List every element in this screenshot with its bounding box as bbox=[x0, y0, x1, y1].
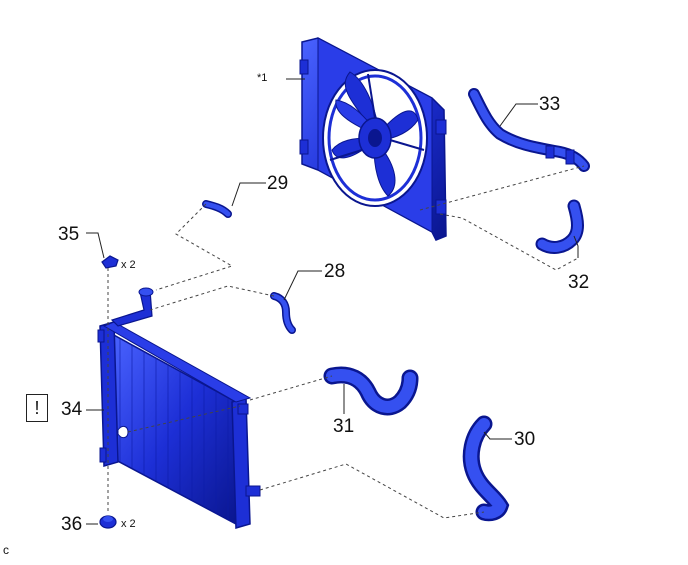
qty-upper-cushion: x 2 bbox=[121, 259, 136, 271]
hose-31 bbox=[323, 366, 419, 416]
label-34: 34 bbox=[61, 399, 83, 420]
label-31: 31 bbox=[333, 416, 355, 437]
leader-lines bbox=[86, 78, 579, 525]
label-30: 30 bbox=[514, 429, 536, 450]
hose-33 bbox=[468, 88, 590, 172]
upper-cushion bbox=[101, 255, 119, 269]
radiator bbox=[97, 287, 261, 529]
label-36: 36 bbox=[61, 514, 83, 535]
label-33: 33 bbox=[539, 94, 561, 115]
qty-lower-cushion: x 2 bbox=[121, 518, 136, 530]
hose-28 bbox=[270, 292, 296, 334]
label-29: 29 bbox=[267, 173, 289, 194]
label-fan-shroud: *1 bbox=[257, 72, 268, 84]
fan-shroud bbox=[299, 37, 447, 241]
corner-mark: c bbox=[3, 543, 9, 557]
hose-29 bbox=[202, 200, 232, 218]
notice-icon: ! bbox=[26, 394, 48, 422]
lower-cushion bbox=[99, 515, 117, 529]
connection-lines bbox=[107, 165, 585, 519]
label-35: 35 bbox=[58, 224, 80, 245]
label-32: 32 bbox=[568, 272, 590, 293]
label-28: 28 bbox=[324, 261, 346, 282]
hose-32 bbox=[535, 199, 584, 254]
hose-30 bbox=[462, 415, 510, 522]
